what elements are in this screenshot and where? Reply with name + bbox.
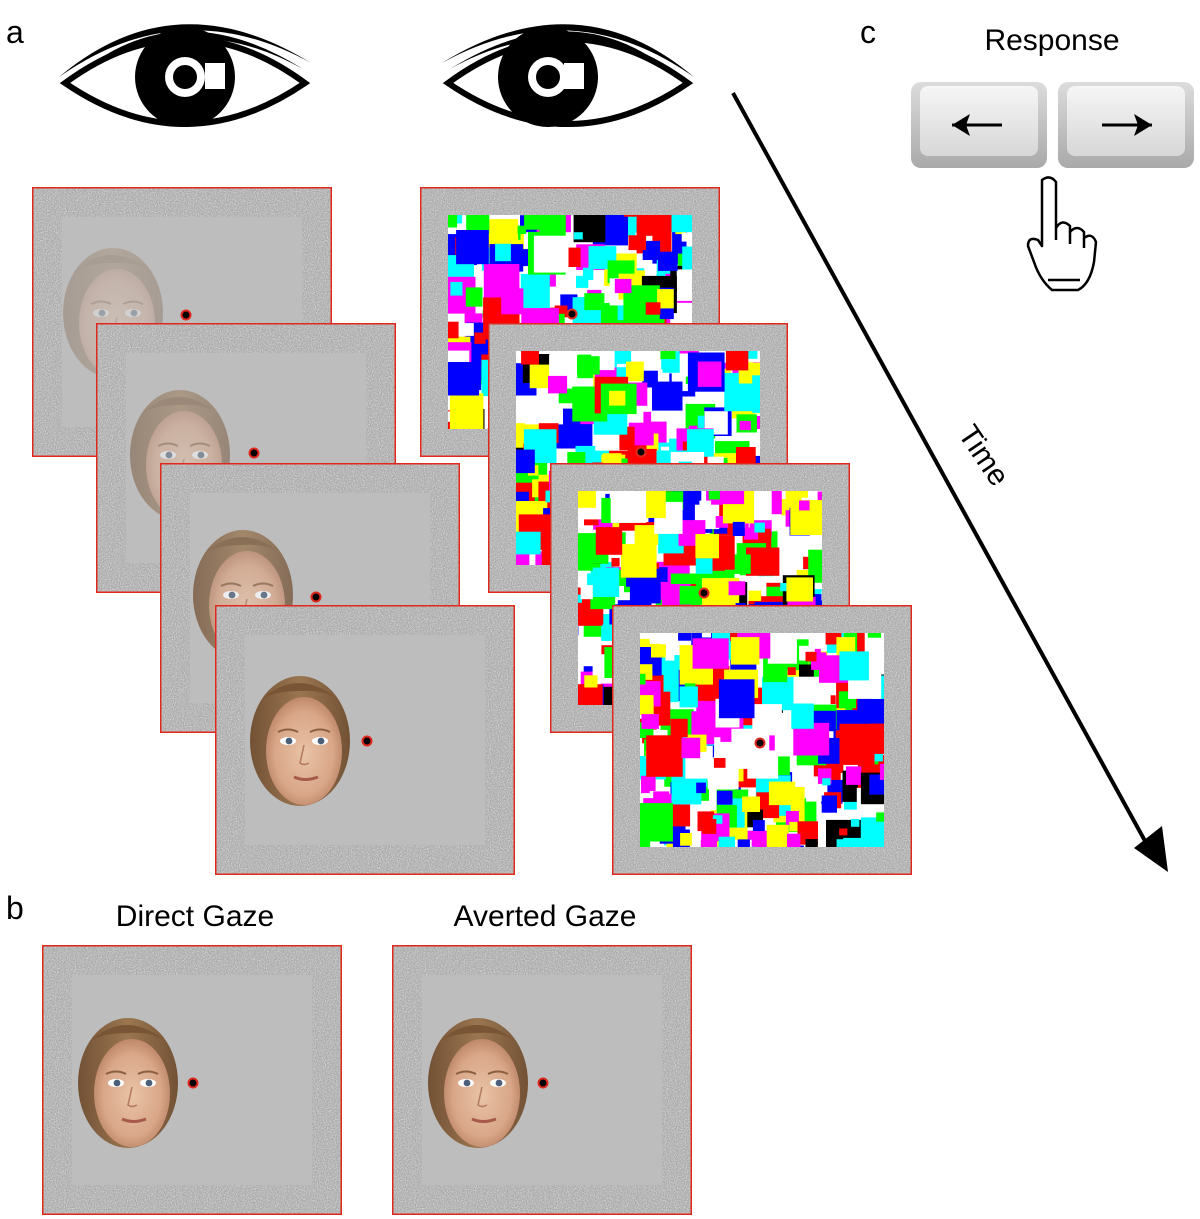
time-arrow bbox=[731, 92, 1168, 872]
fixation-dot bbox=[698, 587, 710, 599]
face-frame-1 bbox=[32, 187, 332, 457]
face-frame-3 bbox=[160, 463, 460, 733]
averted-gaze-frame bbox=[392, 945, 692, 1215]
averted-gaze-label: Averted Gaze bbox=[453, 900, 637, 933]
panel-label-b: b bbox=[6, 890, 24, 926]
fixation-dot bbox=[754, 737, 766, 749]
fixation-dot bbox=[537, 1077, 549, 1089]
left-arrow-key-icon bbox=[911, 82, 1047, 168]
fixation-dot bbox=[310, 591, 322, 603]
panel-label-a: a bbox=[6, 14, 24, 50]
fixation-dot bbox=[180, 309, 192, 321]
face-frame-4 bbox=[215, 605, 515, 875]
direct-gaze-frame bbox=[42, 945, 342, 1215]
fixation-dot bbox=[187, 1077, 199, 1089]
pointing-hand-icon bbox=[1026, 176, 1098, 292]
direct-gaze-label: Direct Gaze bbox=[115, 900, 275, 933]
right-eye-icon bbox=[442, 24, 694, 127]
face-frame-2 bbox=[96, 323, 396, 593]
fixation-dot bbox=[361, 735, 373, 747]
fixation-dot bbox=[635, 446, 647, 458]
mondrian-frame-4 bbox=[612, 605, 912, 875]
left-eye-icon bbox=[59, 24, 311, 127]
fixation-dot bbox=[248, 447, 260, 459]
right-arrow-key-icon bbox=[1058, 82, 1194, 168]
panel-label-c: c bbox=[860, 14, 876, 50]
fixation-dot bbox=[566, 308, 578, 320]
response-title: Response bbox=[984, 24, 1120, 57]
